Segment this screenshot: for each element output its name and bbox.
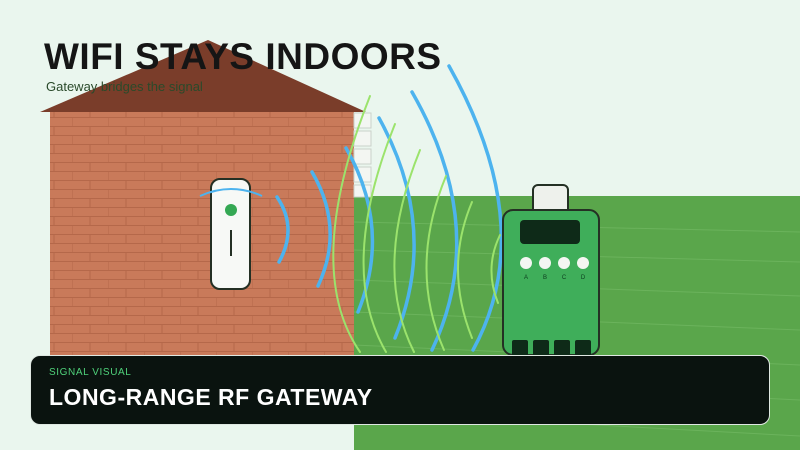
gateway-display bbox=[520, 220, 580, 244]
caption-banner: SIGNAL VISUAL LONG-RANGE RF GATEWAY bbox=[30, 355, 770, 425]
gateway-port-label-c: C bbox=[562, 275, 567, 281]
gateway-port-d bbox=[577, 257, 589, 269]
gateway-port-label-a: A bbox=[524, 275, 528, 281]
rf-waves bbox=[332, 95, 501, 353]
house-roof bbox=[40, 40, 366, 112]
gateway-ports: A B C D bbox=[520, 257, 589, 281]
wifi-waves bbox=[275, 64, 504, 352]
banner-kicker: SIGNAL VISUAL bbox=[49, 367, 132, 378]
page-title: WIFI STAYS INDOORS bbox=[44, 36, 442, 77]
gateway-port-c bbox=[558, 257, 570, 269]
house-wall bbox=[50, 112, 354, 355]
gateway-port-b bbox=[539, 257, 551, 269]
gateway-terminals bbox=[512, 340, 591, 357]
rf-gateway: A B C D bbox=[502, 184, 600, 357]
gateway-port-label-b: B bbox=[543, 275, 547, 281]
router-status-led bbox=[225, 204, 237, 216]
gateway-port-a bbox=[520, 257, 532, 269]
router-wifi-arc bbox=[199, 188, 263, 197]
wifi-router bbox=[199, 178, 263, 290]
page-subtitle: Gateway bridges the signal bbox=[46, 79, 203, 94]
gateway-port-label-d: D bbox=[581, 275, 586, 281]
banner-title: LONG-RANGE RF GATEWAY bbox=[49, 384, 373, 410]
